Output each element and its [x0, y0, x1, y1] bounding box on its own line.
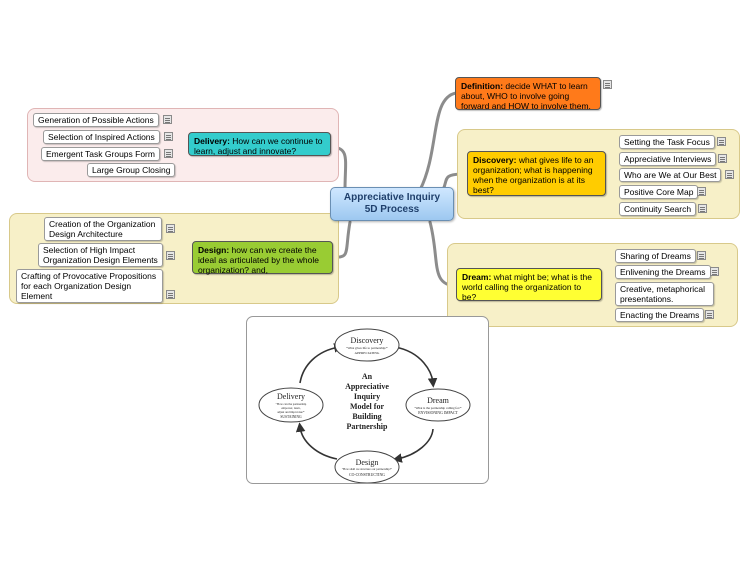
cycle-delivery-title: Delivery: [277, 392, 305, 401]
definition-text: decide WHAT to learn about, WHO to invol…: [461, 81, 591, 111]
cycle-design-question: "How shall we structure our partnership?…: [342, 467, 393, 471]
cycle-center-line: Building: [352, 412, 381, 421]
note-icon[interactable]: [717, 137, 726, 146]
topic-dream[interactable]: Dream: what might be; what is the world …: [456, 268, 602, 302]
cycle-design-verb: CO-CONSTRUCTING: [349, 473, 385, 477]
cycle-center-line: Inquiry: [354, 392, 380, 401]
note-icon[interactable]: [697, 187, 706, 196]
dream-item[interactable]: Sharing of Dreams: [615, 249, 696, 263]
cycle-delivery-question3: adjust and improvise?": [277, 410, 305, 414]
central-title-line2: 5D Process: [364, 204, 420, 215]
note-icon[interactable]: [166, 251, 175, 260]
delivery-item[interactable]: Selection of Inspired Actions: [43, 130, 160, 144]
definition-label: Definition:: [461, 81, 504, 91]
cycle-dream-verb: ENVISIONING IMPACT: [418, 411, 458, 415]
dream-label: Dream:: [462, 272, 492, 282]
note-icon[interactable]: [718, 154, 727, 163]
note-icon[interactable]: [725, 170, 734, 179]
cycle-center-line: Model for: [350, 402, 384, 411]
discovery-item[interactable]: Continuity Search: [619, 202, 697, 216]
design-item[interactable]: Creation of the Organization Design Arch…: [44, 217, 162, 241]
discovery-item[interactable]: Appreciative Interviews: [619, 152, 717, 166]
cycle-center-line: An: [362, 372, 373, 381]
cycle-discovery-title: Discovery: [351, 336, 384, 345]
design-text: how can we create the ideal as articulat…: [198, 245, 319, 275]
topic-definition[interactable]: Definition: decide WHAT to learn about, …: [455, 77, 601, 111]
cycle-dream-title: Dream: [427, 396, 450, 405]
central-topic[interactable]: Appreciative Inquiry 5D Process: [330, 187, 454, 221]
discovery-item[interactable]: Setting the Task Focus: [619, 135, 715, 149]
note-icon[interactable]: [166, 290, 175, 299]
topic-design[interactable]: Design: how can we create the ideal as a…: [192, 241, 333, 275]
discovery-label: Discovery:: [473, 155, 517, 165]
note-icon[interactable]: [697, 251, 706, 260]
delivery-text: How can we continue to learn, adjust and…: [194, 136, 323, 156]
discovery-item[interactable]: Positive Core Map: [619, 185, 699, 199]
note-icon[interactable]: [710, 267, 719, 276]
note-icon[interactable]: [698, 204, 707, 213]
delivery-label: Delivery:: [194, 136, 230, 146]
cycle-delivery-question1: "How can the partnership: [276, 402, 307, 406]
delivery-item[interactable]: Large Group Closing: [87, 163, 176, 177]
dream-item[interactable]: Enacting the Dreams: [615, 308, 705, 322]
cycle-diagram: Discovery "What gives life to partnershi…: [258, 328, 471, 483]
discovery-text: what gives life to an organization; what…: [473, 155, 594, 195]
dream-item[interactable]: Creative, metaphorical presentations.: [615, 282, 714, 306]
dream-text: what might be; what is the world calling…: [462, 272, 592, 302]
cycle-delivery-question2: empower, learn,: [281, 406, 301, 411]
cycle-center-line: Appreciative: [345, 382, 389, 391]
delivery-item[interactable]: Generation of Possible Actions: [33, 113, 159, 127]
design-label: Design:: [198, 245, 230, 255]
cycle-discovery-verb: APPRECIATING: [355, 351, 380, 355]
discovery-item[interactable]: Who are We at Our Best: [619, 168, 722, 182]
cycle-discovery-question: "What gives life to partnership?": [346, 346, 389, 350]
note-icon[interactable]: [163, 115, 172, 124]
design-item[interactable]: Crafting of Provocative Propositions for…: [16, 269, 163, 303]
note-icon[interactable]: [164, 149, 173, 158]
central-title-line1: Appreciative Inquiry: [343, 192, 441, 203]
cycle-center-line: Partnership: [347, 422, 388, 431]
note-icon[interactable]: [705, 310, 714, 319]
design-item[interactable]: Selection of High Impact Organization De…: [38, 243, 163, 267]
note-icon[interactable]: [164, 132, 173, 141]
cycle-dream-question: "What is the partnership calling for?": [414, 406, 462, 410]
delivery-item[interactable]: Emergent Task Groups Form: [41, 147, 160, 161]
topic-delivery[interactable]: Delivery: How can we continue to learn, …: [188, 132, 331, 156]
cycle-design-title: Design: [356, 458, 379, 467]
dream-item[interactable]: Enlivening the Dreams: [615, 265, 711, 279]
note-icon[interactable]: [603, 80, 612, 89]
note-icon[interactable]: [166, 224, 175, 233]
model-image: Discovery "What gives life to partnershi…: [246, 316, 489, 484]
cycle-delivery-verb: SUSTAINING: [280, 415, 302, 419]
connector-definition: [418, 91, 458, 192]
topic-discovery[interactable]: Discovery: what gives life to an organiz…: [467, 151, 606, 196]
